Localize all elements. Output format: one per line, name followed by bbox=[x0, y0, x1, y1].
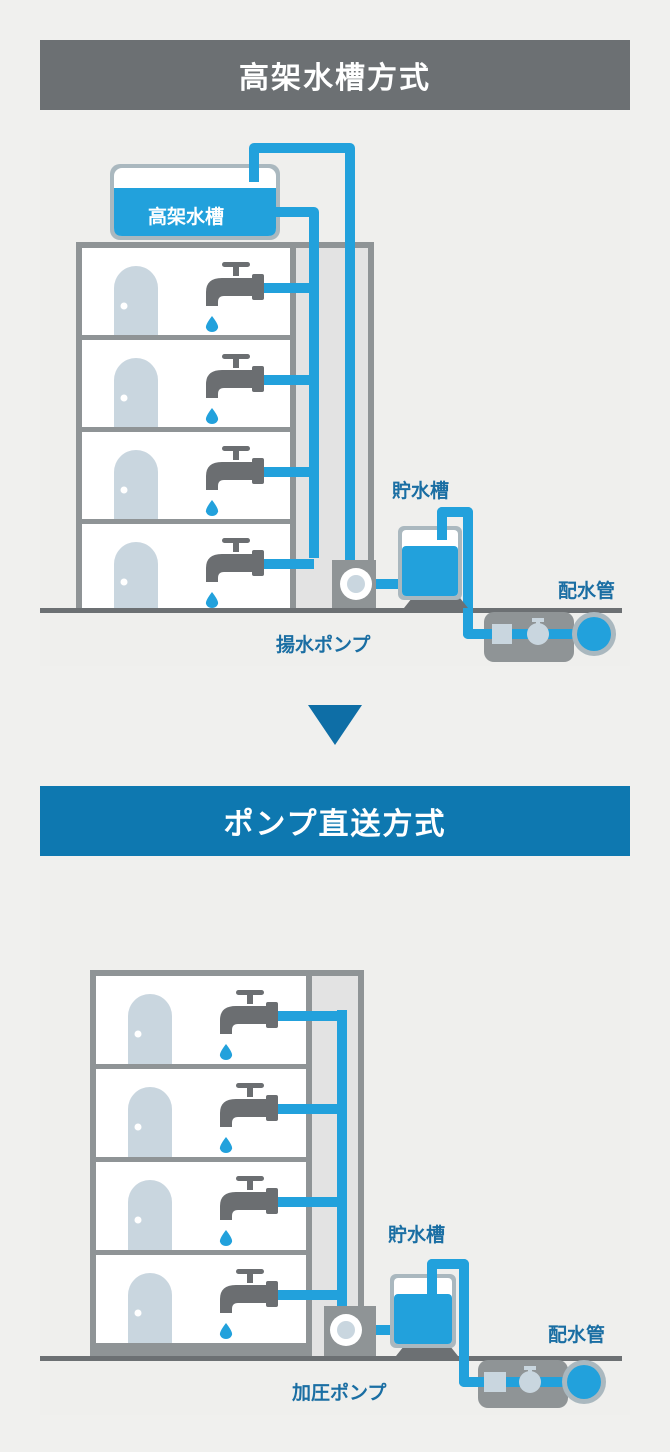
floor bbox=[96, 1069, 342, 1157]
floor bbox=[82, 340, 314, 427]
faucet-icon bbox=[206, 262, 264, 306]
door-icon bbox=[114, 542, 158, 611]
elevated-tank-diagram: 高架水槽 貯水槽 配水管 揚水ポンプ bbox=[40, 140, 630, 666]
faucet-icon bbox=[220, 990, 278, 1034]
water-drop-icon bbox=[219, 1230, 233, 1246]
door-knob bbox=[120, 394, 128, 402]
floor bbox=[96, 976, 342, 1064]
direct-pump-svg bbox=[40, 970, 622, 1408]
storage-tank-label: 貯水槽 bbox=[388, 1224, 446, 1246]
storage-tank-water bbox=[394, 1294, 452, 1344]
door-icon bbox=[114, 450, 158, 519]
door-knob bbox=[134, 1123, 142, 1131]
main-pipe-label: 配水管 bbox=[548, 1324, 606, 1346]
door-knob bbox=[120, 486, 128, 494]
building-shaft bbox=[296, 248, 368, 608]
door-icon bbox=[114, 358, 158, 427]
door-knob bbox=[134, 1216, 142, 1224]
water-meter-icon bbox=[484, 1372, 506, 1392]
valve-icon bbox=[527, 623, 549, 645]
floor bbox=[82, 432, 314, 519]
door-icon bbox=[128, 994, 172, 1064]
door-knob bbox=[134, 1030, 142, 1038]
faucet-icon bbox=[220, 1269, 278, 1313]
down-pipe bbox=[276, 207, 319, 558]
main-pipe-water bbox=[577, 617, 611, 651]
storage-tank-stand bbox=[396, 1346, 458, 1356]
floor bbox=[96, 1255, 342, 1343]
door-icon bbox=[128, 1087, 172, 1157]
ground-line bbox=[40, 608, 622, 613]
pump-core bbox=[347, 575, 365, 593]
water-meter-icon bbox=[492, 624, 512, 644]
water-drop-icon bbox=[219, 1044, 233, 1060]
door-icon bbox=[114, 266, 158, 335]
pump-core bbox=[337, 1321, 355, 1339]
ground-line bbox=[40, 1356, 622, 1361]
supply-pipe bbox=[249, 143, 355, 570]
section-title: ポンプ直送方式 bbox=[223, 807, 447, 842]
valve-icon bbox=[519, 1371, 541, 1393]
elevated-tank-label: 高架水槽 bbox=[148, 206, 225, 228]
pump-label: 加圧ポンプ bbox=[292, 1382, 387, 1404]
door-knob bbox=[120, 302, 128, 310]
water-drop-icon bbox=[205, 500, 219, 516]
faucet-icon bbox=[206, 354, 264, 398]
main-pipe-label: 配水管 bbox=[558, 580, 616, 602]
faucet-icon bbox=[220, 1176, 278, 1220]
door-knob bbox=[120, 578, 128, 586]
water-drop-icon bbox=[219, 1323, 233, 1339]
section-title: 高架水槽方式 bbox=[239, 61, 431, 96]
water-drop-icon bbox=[205, 592, 219, 609]
storage-tank-water bbox=[402, 546, 458, 596]
storage-tank-stand bbox=[404, 598, 468, 608]
elevated-tank-water bbox=[114, 188, 276, 236]
down-triangle-icon bbox=[308, 705, 362, 745]
door-icon bbox=[128, 1180, 172, 1250]
faucet-icon bbox=[220, 1083, 278, 1127]
main-pipe-water bbox=[567, 1365, 601, 1399]
water-drop-icon bbox=[205, 316, 219, 333]
section-header-elevated-tank: 高架水槽方式 bbox=[40, 40, 630, 110]
storage-tank-label: 貯水槽 bbox=[392, 480, 450, 502]
door-knob bbox=[134, 1309, 142, 1317]
pump-label: 揚水ポンプ bbox=[276, 634, 371, 656]
direct-pump-diagram: 貯水槽 配水管 加圧ポンプ bbox=[40, 870, 630, 1415]
door-icon bbox=[128, 1273, 172, 1343]
faucet-icon bbox=[206, 538, 264, 582]
water-drop-icon bbox=[219, 1137, 233, 1153]
section-header-direct-pump: ポンプ直送方式 bbox=[40, 786, 630, 856]
faucet-icon bbox=[206, 446, 264, 490]
floor bbox=[82, 248, 314, 335]
elevated-tank-svg bbox=[40, 143, 622, 662]
floor bbox=[82, 524, 314, 611]
water-drop-icon bbox=[205, 408, 219, 425]
floor bbox=[96, 1162, 342, 1250]
